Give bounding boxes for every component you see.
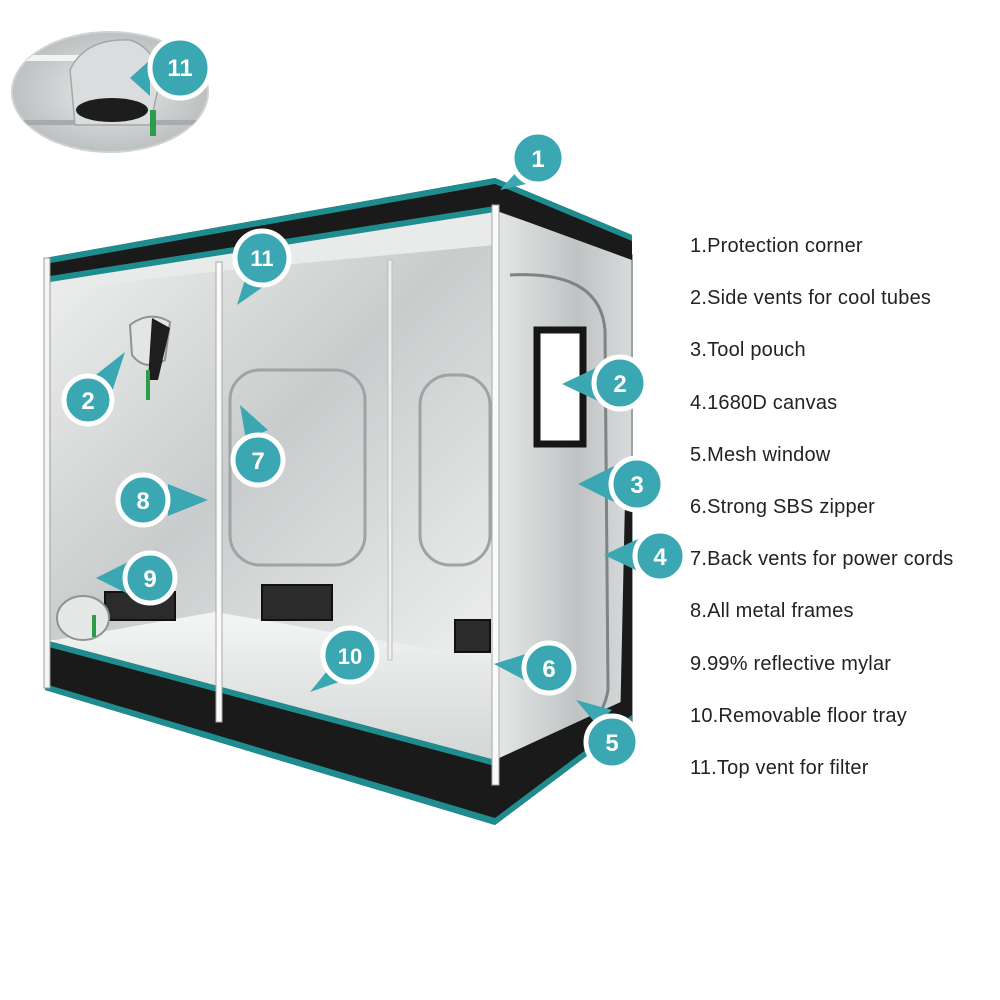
frame-pole-right xyxy=(491,204,500,786)
callout-badge-corner: 1 xyxy=(500,129,567,190)
feature-item-side-vents: 2.Side vents for cool tubes xyxy=(690,287,932,310)
feature-item-floor-tray: 10.Removable floor tray xyxy=(690,704,907,727)
callout-badge-floor-tray: 10 xyxy=(310,625,380,692)
callout-badge-mesh-window: 5 xyxy=(576,700,641,771)
callout-badge-back-vent: 7 xyxy=(230,405,286,488)
feature-item-top-vent: 11.Top vent for filter xyxy=(690,756,869,779)
svg-text:3: 3 xyxy=(630,472,643,499)
callout-badge-right-side-vent: 2 xyxy=(562,354,649,412)
svg-text:7: 7 xyxy=(251,448,264,475)
svg-text:2: 2 xyxy=(613,371,626,398)
svg-text:4: 4 xyxy=(653,544,667,571)
callout-badge-tool-pouch: 3 xyxy=(578,455,666,513)
svg-text:9: 9 xyxy=(143,566,156,593)
feature-list: 1.Protection corner 2.Side vents for coo… xyxy=(690,232,954,806)
callout-badge-canvas: 4 xyxy=(604,528,688,584)
feature-item-protection-corner: 1.Protection corner xyxy=(690,235,863,257)
feature-item-zipper: 6.Strong SBS zipper xyxy=(690,495,876,518)
callout-badge-top-vent: 11 xyxy=(232,228,292,305)
feature-item-canvas: 4.1680D canvas xyxy=(690,391,838,414)
feature-item-metal-frames: 8.All metal frames xyxy=(690,600,854,623)
frame-pole-left xyxy=(43,257,51,689)
feature-item-back-vents: 7.Back vents for power cords xyxy=(690,548,954,571)
svg-text:8: 8 xyxy=(136,488,149,515)
feature-item-tool-pouch: 3.Tool pouch xyxy=(690,339,806,362)
svg-text:11: 11 xyxy=(250,246,273,271)
callout-badge-inset-top-vent: 11 xyxy=(130,35,213,101)
svg-text:10: 10 xyxy=(338,644,362,669)
svg-text:11: 11 xyxy=(167,55,192,82)
svg-text:5: 5 xyxy=(605,730,618,757)
feature-item-reflective-mylar: 9.99% reflective mylar xyxy=(690,652,892,675)
frame-pole-middle xyxy=(215,261,223,723)
callout-badge-zipper: 6 xyxy=(494,640,577,696)
floor-tray xyxy=(55,612,495,760)
callout-badge-left-side-vent: 2 xyxy=(61,352,125,427)
svg-text:1: 1 xyxy=(531,146,544,173)
svg-text:2: 2 xyxy=(81,388,94,415)
svg-text:6: 6 xyxy=(542,656,555,683)
feature-item-mesh-window: 5.Mesh window xyxy=(690,443,831,466)
callout-badge-mylar: 9 xyxy=(96,550,178,606)
callout-badge-frames: 8 xyxy=(115,472,208,528)
